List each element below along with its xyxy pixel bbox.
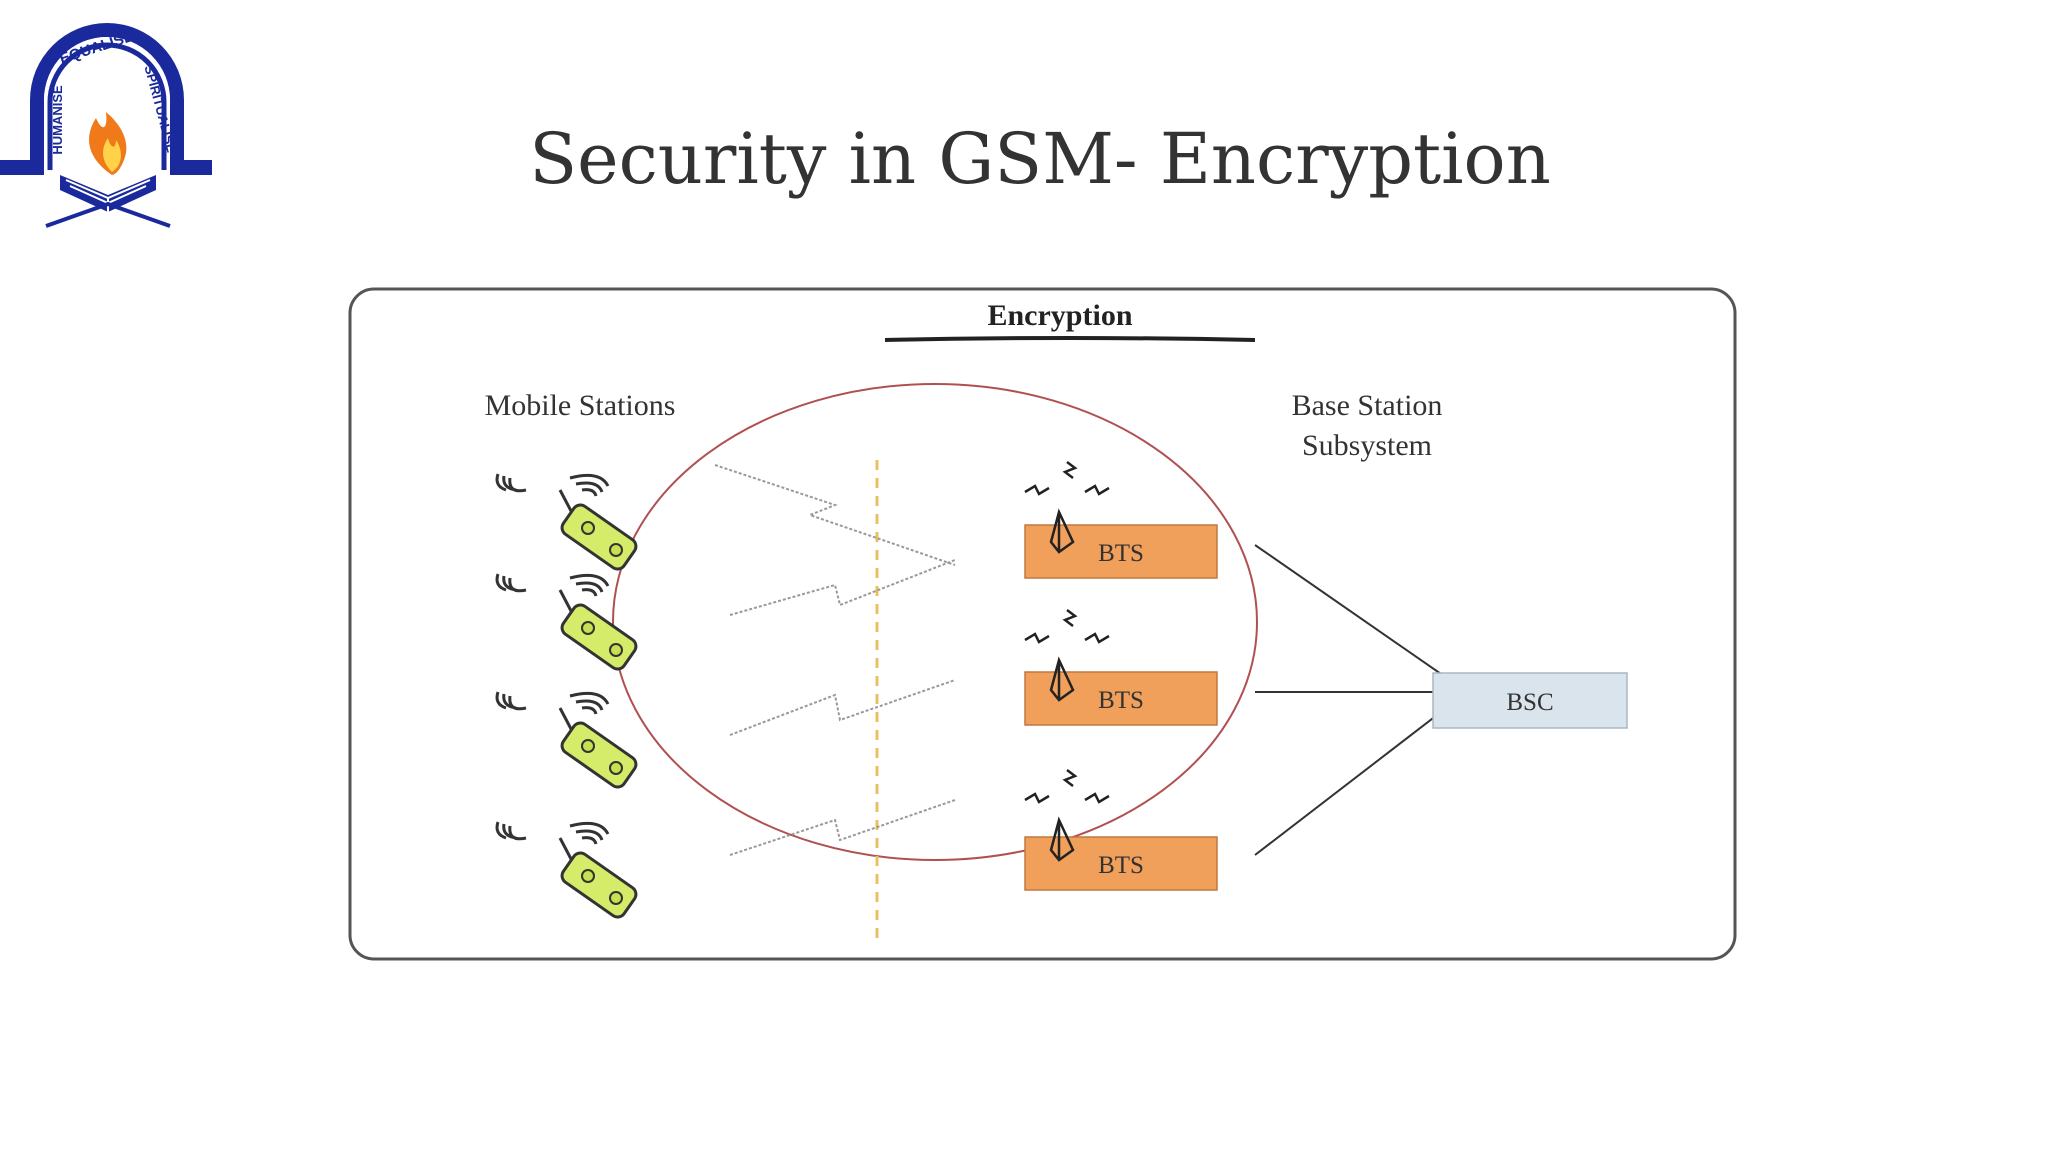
bts-label: BTS: [1098, 540, 1144, 567]
bts-label: BTS: [1098, 852, 1144, 879]
bts-box: [1024, 671, 1218, 726]
bsc-unit: BSC: [1432, 672, 1628, 729]
encryption-heading: Encryption: [987, 299, 1132, 332]
bts-bsc-links: [1254, 544, 1468, 856]
radio-link: [714, 464, 956, 566]
college-emblem-icon: [0, 23, 212, 228]
logo-text-left: HUMANISE: [50, 85, 65, 155]
mobile-stations-label: Mobile Stations: [485, 389, 676, 422]
bts-bsc-link: [1254, 544, 1468, 693]
mobile-station-phones: [495, 473, 638, 919]
bss-label-line2: Subsystem: [1302, 429, 1432, 462]
mobile-phone-icon: [495, 691, 638, 789]
bts-box: [1024, 836, 1218, 891]
radio-links: [714, 464, 956, 856]
radio-link: [729, 799, 956, 856]
bsc-label: BSC: [1506, 689, 1553, 716]
mobile-phone-icon: [495, 573, 638, 671]
radio-link: [729, 559, 956, 616]
bts-unit-2: BTS: [1024, 671, 1218, 726]
bts-bsc-link: [1254, 691, 1468, 856]
mobile-phone-icon: [495, 473, 638, 571]
bts-label: BTS: [1098, 687, 1144, 714]
radio-link: [729, 679, 956, 736]
slide-title: Security in GSM- Encryption: [529, 118, 1551, 200]
antenna-towers: [1024, 461, 1110, 862]
bts-unit-3: BTS: [1024, 836, 1218, 891]
bsc-box: [1432, 672, 1628, 729]
diagram-frame: [348, 287, 1737, 961]
encryption-underline: [884, 336, 1256, 342]
antenna-icon: [1024, 609, 1110, 702]
encryption-zone-circle: [612, 383, 1258, 861]
antenna-icon: [1024, 461, 1110, 554]
antenna-icon: [1024, 769, 1110, 862]
college-emblem-logo: EQUALISE HUMANISE SPIRITUALISE: [0, 23, 212, 228]
mobile-phone-icon: [495, 821, 638, 919]
bss-label-line1: Base Station: [1292, 389, 1443, 422]
